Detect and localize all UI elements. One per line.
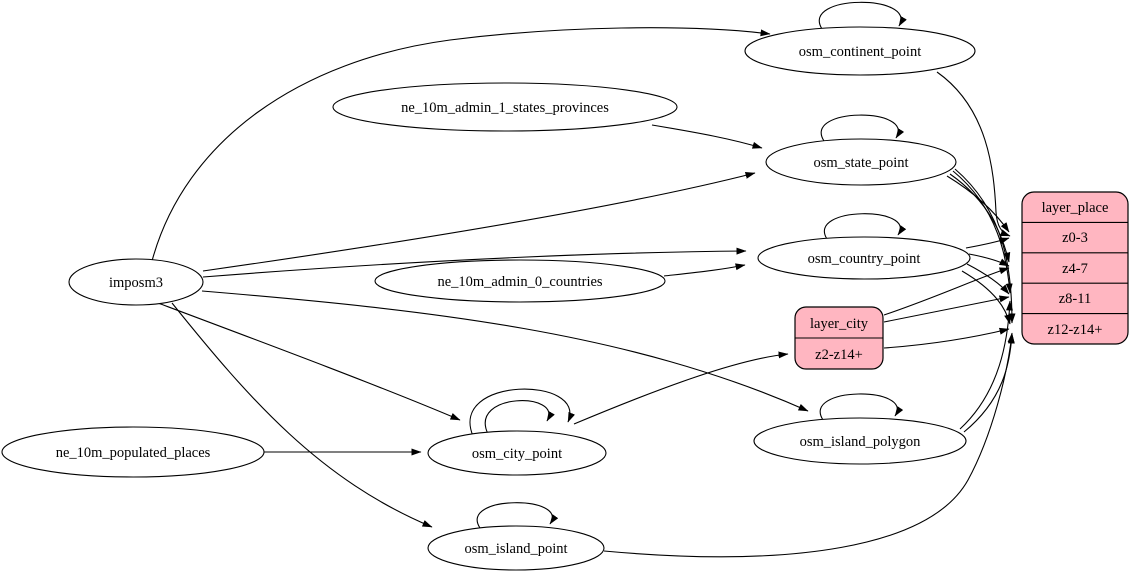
node-label: osm_state_point bbox=[813, 155, 908, 171]
edge-osm_city_point-layer_city bbox=[573, 351, 789, 425]
node-label: osm_country_point bbox=[808, 251, 921, 267]
node-label: osm_city_point bbox=[472, 446, 562, 462]
record-row-z4-7: z4-7 bbox=[1062, 261, 1088, 277]
osm_island_point-ellipse bbox=[427, 525, 605, 571]
node-label: osm_continent_point bbox=[799, 44, 921, 60]
node-label: osm_island_polygon bbox=[800, 434, 922, 450]
self-loop-osm_continent_point bbox=[818, 1, 907, 30]
node-label: imposm3 bbox=[109, 275, 163, 291]
record-row-z0-3: z0-3 bbox=[1062, 230, 1088, 246]
edge-imposm3-osm_city_point bbox=[157, 302, 461, 421]
node-imposm3: imposm3 bbox=[68, 258, 204, 306]
ne_10m_populated_places-ellipse bbox=[1, 426, 265, 478]
ne_10m_admin_0_countries-ellipse bbox=[374, 259, 666, 303]
record-title: layer_place bbox=[1042, 200, 1109, 216]
self-loop-osm_city_point-inner bbox=[484, 400, 555, 435]
node-label: osm_island_point bbox=[464, 541, 567, 557]
edge-osm_island_polygon-layer_place-z8-11 bbox=[959, 300, 1014, 430]
node-label: ne_10m_admin_0_countries bbox=[437, 274, 602, 290]
edge-osm_island_point-layer_place-z12-z14 bbox=[603, 332, 1015, 558]
record-title: layer_city bbox=[810, 316, 869, 332]
osm_state_point-ellipse bbox=[765, 138, 957, 186]
node-label: ne_10m_populated_places bbox=[56, 445, 211, 461]
record-layer_place: layer_place z0-3 z4-7 z8-11 z12-z14+ bbox=[1021, 191, 1129, 345]
osm_continent_point-ellipse bbox=[744, 26, 976, 76]
edge-layer_city-layer_place-z12-z14 bbox=[883, 327, 1010, 349]
edge-osm_state_point-layer_place-z4-7 bbox=[949, 173, 1011, 263]
osm_island_polygon-ellipse bbox=[753, 417, 967, 465]
record-row-z2-z14: z2-z14+ bbox=[815, 347, 863, 363]
node-osm_country_point: osm_country_point bbox=[757, 236, 971, 280]
self-loop-osm_island_point bbox=[476, 502, 559, 529]
edge-osm_country_point-layer_place-z12-z14 bbox=[961, 270, 1011, 325]
nodes-layer: imposm3 ne_10m_admin_1_states_provinces … bbox=[1, 26, 1129, 571]
osm_city_point-ellipse bbox=[427, 430, 607, 476]
imposm3-ellipse bbox=[68, 258, 204, 306]
edge-ne_10m_admin_1_states_provinces-osm_state_point bbox=[651, 124, 763, 149]
node-osm_state_point: osm_state_point bbox=[765, 138, 957, 186]
self-loop-osm_island_polygon bbox=[819, 393, 904, 421]
edge-osm_state_point-layer_place-z0-3 bbox=[946, 175, 1010, 233]
self-loop-osm_country_point bbox=[823, 213, 907, 240]
record-layer_city: layer_city z2-z14+ bbox=[794, 306, 884, 370]
edge-imposm3-osm_country_point bbox=[202, 247, 747, 278]
edge-layer_city-layer_place-z4-7 bbox=[883, 267, 1010, 316]
edge-layer_city-layer_place-z8-11 bbox=[883, 295, 1010, 323]
node-osm_island_point: osm_island_point bbox=[427, 525, 605, 571]
edges-layer bbox=[151, 1, 1016, 558]
osm_country_point-ellipse bbox=[757, 236, 971, 280]
node-osm_city_point: osm_city_point bbox=[427, 430, 607, 476]
record-row-z12-z14: z12-z14+ bbox=[1048, 322, 1103, 338]
self-loop-osm_state_point bbox=[820, 114, 905, 142]
node-ne_10m_admin_1_states_provinces: ne_10m_admin_1_states_provinces bbox=[332, 82, 678, 132]
edge-osm_country_point-layer_place-z8-11 bbox=[966, 263, 1010, 295]
edge-osm_state_point-layer_place-z12-z14 bbox=[954, 168, 1016, 324]
node-label: ne_10m_admin_1_states_provinces bbox=[401, 100, 609, 116]
node-ne_10m_admin_0_countries: ne_10m_admin_0_countries bbox=[374, 259, 666, 303]
edge-osm_state_point-layer_place-z8-11 bbox=[952, 170, 1013, 294]
edge-imposm3-osm_continent_point bbox=[151, 27, 771, 262]
edge-imposm3-osm_island_polygon bbox=[201, 290, 809, 412]
edge-imposm3-osm_state_point bbox=[202, 171, 756, 272]
edge-osm_country_point-layer_place-z4-7 bbox=[968, 253, 1010, 267]
edge-osm_country_point-layer_place-z0-3 bbox=[965, 237, 1010, 249]
ne_10m_admin_1_states_provinces-ellipse bbox=[332, 82, 678, 132]
edge-ne_10m_admin_0_countries-osm_country_point bbox=[663, 263, 746, 277]
node-osm_continent_point: osm_continent_point bbox=[744, 26, 976, 76]
node-ne_10m_populated_places: ne_10m_populated_places bbox=[1, 426, 265, 478]
edge-imposm3-osm_island_point bbox=[171, 302, 433, 528]
self-loop-osm_city_point-outer bbox=[469, 388, 575, 437]
node-osm_island_polygon: osm_island_polygon bbox=[753, 417, 967, 465]
record-row-z8-11: z8-11 bbox=[1059, 291, 1091, 307]
layer_place-box bbox=[1021, 191, 1129, 345]
